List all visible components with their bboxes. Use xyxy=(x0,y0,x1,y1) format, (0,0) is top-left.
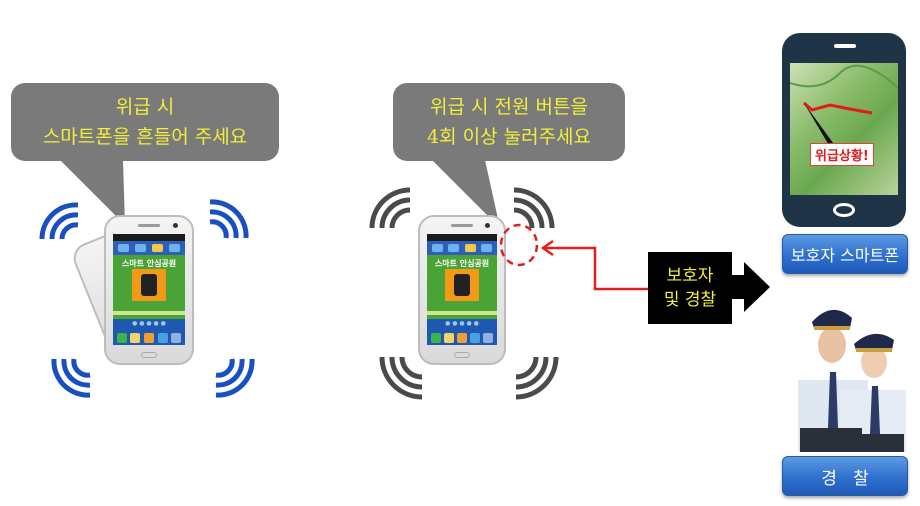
vibration-icon-top-left xyxy=(369,187,411,229)
app-title: 스마트 안심공원 xyxy=(121,259,177,268)
phone-camera xyxy=(485,223,490,228)
vibration-icon-bottom-left xyxy=(379,356,423,400)
emergency-map: 위급상황! xyxy=(790,63,898,195)
left-bubble-line2: 스마트폰을 흔들어 주세요 xyxy=(42,126,248,148)
guardian-smartphone: 위급상황! xyxy=(782,33,906,227)
vibration-icon-bottom-right xyxy=(215,358,255,398)
shaking-phone: 스마트 안심공원 ● ● ● ● ● xyxy=(104,215,194,365)
phone-speaker xyxy=(834,44,856,48)
middle-bubble-line1: 위급 시 전원 버튼을 xyxy=(430,96,588,118)
power-button-phone: 스마트 안심공원 ● ● ● ● ● xyxy=(418,215,506,365)
phone-dock xyxy=(115,333,183,343)
app-banner: 스마트 안심공원 xyxy=(113,255,185,319)
police-button[interactable]: 경 찰 xyxy=(782,456,908,496)
guardian-home-button xyxy=(833,203,855,217)
app-banner: 스마트 안심공원 xyxy=(427,255,497,319)
vibration-icon-top-right xyxy=(513,187,555,229)
phone-dock xyxy=(429,333,495,343)
notify-guardian-police-box: 보호자 및 경찰 xyxy=(648,252,732,324)
vibration-icon-top-right xyxy=(209,199,249,239)
middle-speech-bubble: 위급 시 전원 버튼을 4회 이상 눌러주세요 xyxy=(393,83,625,161)
phone-camera xyxy=(173,223,178,228)
phone-screen: 스마트 안심공원 ● ● ● ● ● xyxy=(113,234,185,345)
notify-line1: 보호자 xyxy=(666,266,714,286)
power-button-highlight xyxy=(499,223,650,291)
left-bubble-tail xyxy=(60,160,125,225)
left-speech-bubble: 위급 시 스마트폰을 흔들어 주세요 xyxy=(11,83,279,161)
vibration-icon-bottom-right xyxy=(515,356,559,400)
phone-speaker xyxy=(138,224,160,227)
phone-screen: 스마트 안심공원 ● ● ● ● ● xyxy=(427,234,497,345)
police-officers-image xyxy=(792,300,908,452)
notify-arrow-icon xyxy=(730,262,770,312)
middle-bubble-tail xyxy=(432,160,500,228)
home-button xyxy=(454,352,470,358)
notify-line2: 및 경찰 xyxy=(663,290,717,310)
app-logo-icon xyxy=(445,269,479,301)
middle-bubble-line2: 4회 이상 눌러주세요 xyxy=(426,126,591,148)
left-bubble-line1: 위급 시 xyxy=(115,96,175,118)
vibration-icon-bottom-left xyxy=(51,358,91,398)
emergency-alert-label: 위급상황! xyxy=(810,143,874,166)
home-button xyxy=(141,352,157,358)
app-logo-icon xyxy=(132,269,166,301)
app-title: 스마트 안심공원 xyxy=(434,259,490,268)
phone-speaker xyxy=(451,224,473,227)
guardian-smartphone-button[interactable]: 보호자 스마트폰 xyxy=(782,234,908,274)
vibration-icon-top-left xyxy=(39,202,79,240)
